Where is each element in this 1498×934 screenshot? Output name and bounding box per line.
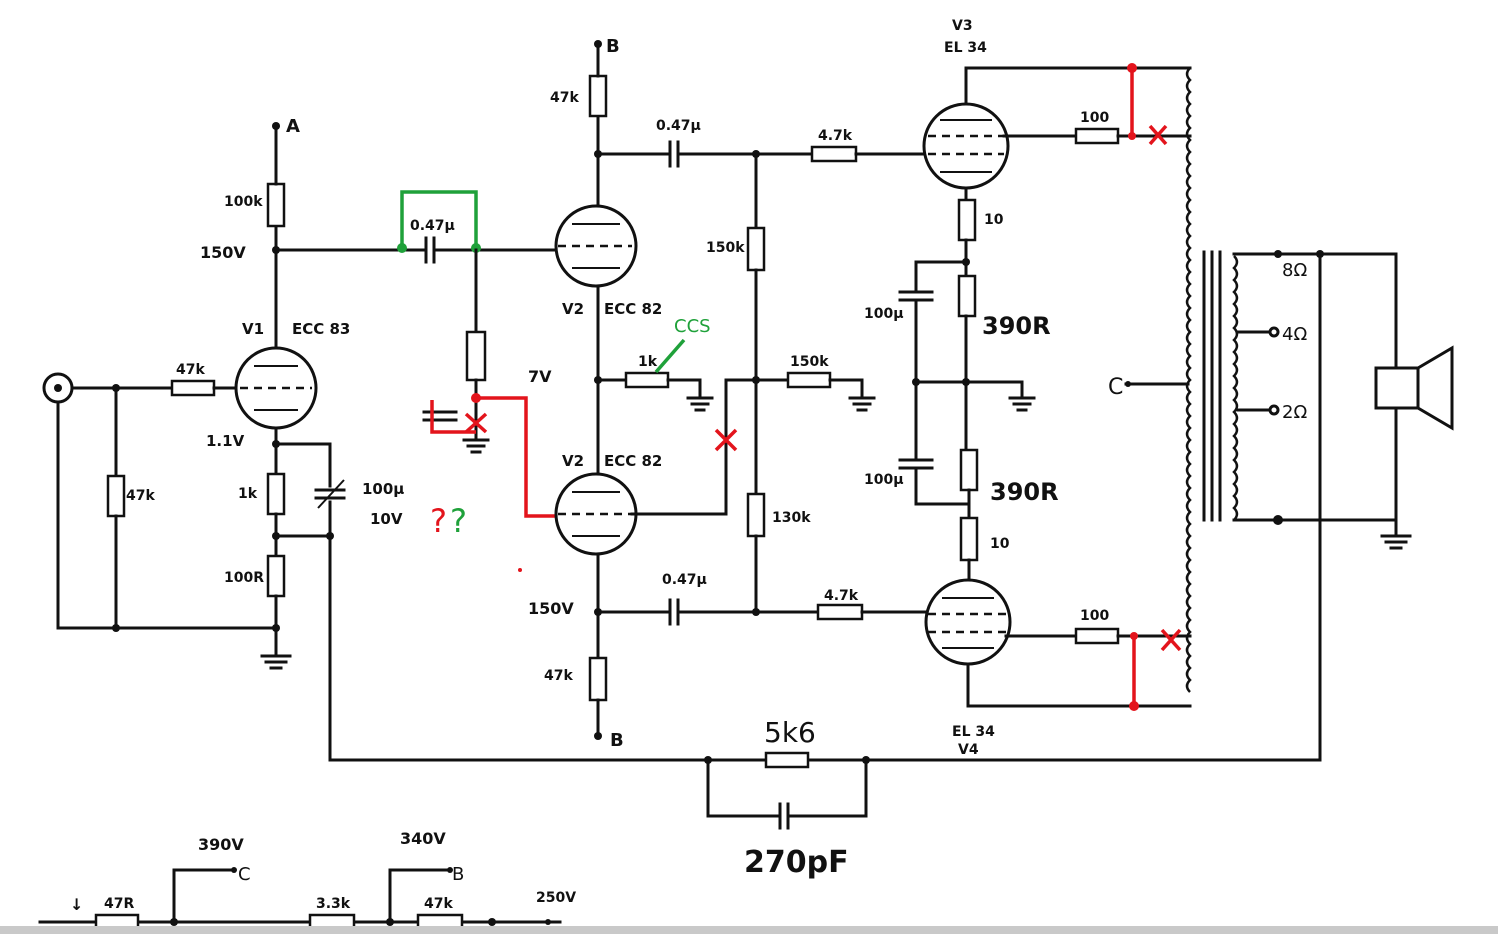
r-v2-tail	[624, 371, 670, 389]
tap-8-ohm: 8Ω	[1282, 260, 1307, 281]
node-b-top: B	[606, 36, 620, 57]
label-c-k-bot: 100µ	[864, 472, 904, 488]
label-c-feedback: 270pF	[744, 845, 849, 880]
label-r-v2-tail: 1k	[638, 354, 658, 370]
r-screen-bot	[1074, 627, 1120, 645]
footer-scroll-bar	[0, 926, 1498, 934]
label-c-coupling-2: 0.47µ	[656, 118, 701, 134]
r-grid-bot	[746, 492, 766, 538]
label-c-k-top: 100µ	[864, 306, 904, 322]
r-screen-top	[1074, 127, 1120, 145]
label-r-v1-feedback: 100R	[224, 570, 264, 586]
r-stop-top	[810, 145, 858, 163]
tube-v3	[922, 102, 1010, 190]
voltage-ps-b: 340V	[400, 829, 446, 848]
tap-4-ohm: 4Ω	[1282, 324, 1307, 345]
annotation-ccs: CCS	[674, 316, 711, 337]
r-k-top	[957, 198, 977, 242]
label-v1-name: V1	[242, 320, 264, 338]
label-v2a-type: ECC 82	[604, 300, 662, 318]
r-v1-cathode	[266, 472, 286, 516]
label-v3-name: V3	[952, 18, 973, 34]
label-r-ps-3k3: 3.3k	[316, 896, 351, 912]
label-c-coupling-1: 0.47µ	[410, 218, 455, 234]
tap-2-ohm: 2Ω	[1282, 402, 1307, 423]
voltage-ps-a: 250V	[536, 890, 576, 906]
label-r-input-shunt: 47k	[126, 488, 155, 504]
label-v3-type: EL 34	[944, 40, 987, 56]
label-c-v1-bypass-voltage: 10V	[370, 510, 403, 528]
r-k-bot	[959, 516, 979, 562]
label-r-k-top: 10	[984, 212, 1004, 228]
voltage-ps-c: 390V	[198, 835, 244, 854]
ps-arrow-left: ↓	[70, 895, 83, 914]
node-c: C	[1108, 375, 1123, 400]
r-feedback	[764, 751, 810, 769]
r-v2-plate-top	[588, 74, 608, 118]
r-input-series	[170, 379, 216, 397]
tube-v2a	[554, 204, 638, 288]
label-r-stop-bot: 4.7k	[824, 588, 859, 604]
voltage-v1-plate: 150V	[200, 243, 246, 262]
label-c-coupling-3: 0.47µ	[662, 572, 707, 588]
r-bias	[786, 371, 832, 389]
r-grid-leak	[465, 330, 487, 382]
node-ps-b: B	[452, 864, 464, 885]
r-v1-plate	[266, 182, 286, 228]
output-stage: V3 EL 34 100 10 100µ 390R 100µ	[864, 18, 1192, 758]
feedback-network: 5k6 270pF	[704, 716, 870, 880]
voltage-v2b-plate: 150V	[528, 599, 574, 618]
annotation-question-red: ?	[430, 502, 447, 540]
label-r-ps-47r: 47R	[104, 896, 134, 912]
label-r-screen-bot: 100	[1080, 608, 1109, 624]
label-r-screen-top: 100	[1080, 110, 1109, 126]
tube-v4	[924, 578, 1012, 666]
label-v1-type: ECC 83	[292, 320, 350, 338]
label-r-ps-47k: 47k	[424, 896, 453, 912]
voltage-v1-cathode: 1.1V	[206, 432, 245, 450]
r-v1-feedback	[266, 554, 286, 598]
label-r-grid-top: 150k	[706, 240, 745, 256]
label-r-feedback: 5k6	[764, 716, 816, 749]
label-r-bias: 150k	[790, 354, 829, 370]
speaker-icon	[1374, 366, 1420, 410]
label-v2b-name: V2	[562, 452, 584, 470]
r-input-shunt	[106, 474, 126, 518]
label-r-k-bot: 10	[990, 536, 1010, 552]
label-v2a-name: V2	[562, 300, 584, 318]
phase-splitter: 0.47µ V2 ECC 82 47k B	[397, 36, 820, 751]
r-stop-bot	[816, 603, 864, 621]
node-ps-c: C	[238, 864, 251, 885]
label-r-v2-plate-bot: 47k	[544, 668, 573, 684]
r-k2-bot	[959, 448, 979, 492]
label-r-input-series: 47k	[176, 362, 205, 378]
label-r-v1-plate: 100k	[224, 194, 263, 210]
label-r-stop-top: 4.7k	[818, 128, 853, 144]
power-supply: 47R ↓ C 390V 3.3k B 340V 47k 250V	[38, 829, 576, 931]
node-b-bottom: B	[610, 730, 624, 751]
label-r-v2-plate-top: 47k	[550, 90, 579, 106]
tube-v2b	[554, 472, 638, 556]
label-v4-type: EL 34	[952, 724, 995, 740]
label-r-grid-bot: 130k	[772, 510, 811, 526]
label-v2b-type: ECC 82	[604, 452, 662, 470]
label-c-v1-bypass: 100µ	[362, 480, 404, 498]
r-k2-top	[957, 274, 977, 318]
label-v4-name: V4	[958, 742, 979, 758]
node-a: A	[286, 116, 300, 137]
annotation-question-green: ?	[450, 502, 467, 540]
label-r-v1-cathode: 1k	[238, 486, 258, 502]
input-stage: 47k 47k V1 ECC 83 A 100k 150V 1.1V 1k 10…	[42, 116, 467, 762]
label-r-k2-bot: 390R	[990, 478, 1059, 506]
r-v2-plate-bot	[588, 656, 608, 702]
r-grid-top	[746, 226, 766, 272]
bias-network: 150k 150k 130k 4.7k 4.7k	[706, 128, 932, 621]
voltage-v2-cathode: 7V	[528, 367, 552, 386]
label-r-k2-top: 390R	[982, 312, 1051, 340]
output-transformer: C 8Ω 4Ω 2Ω	[328, 67, 1454, 762]
